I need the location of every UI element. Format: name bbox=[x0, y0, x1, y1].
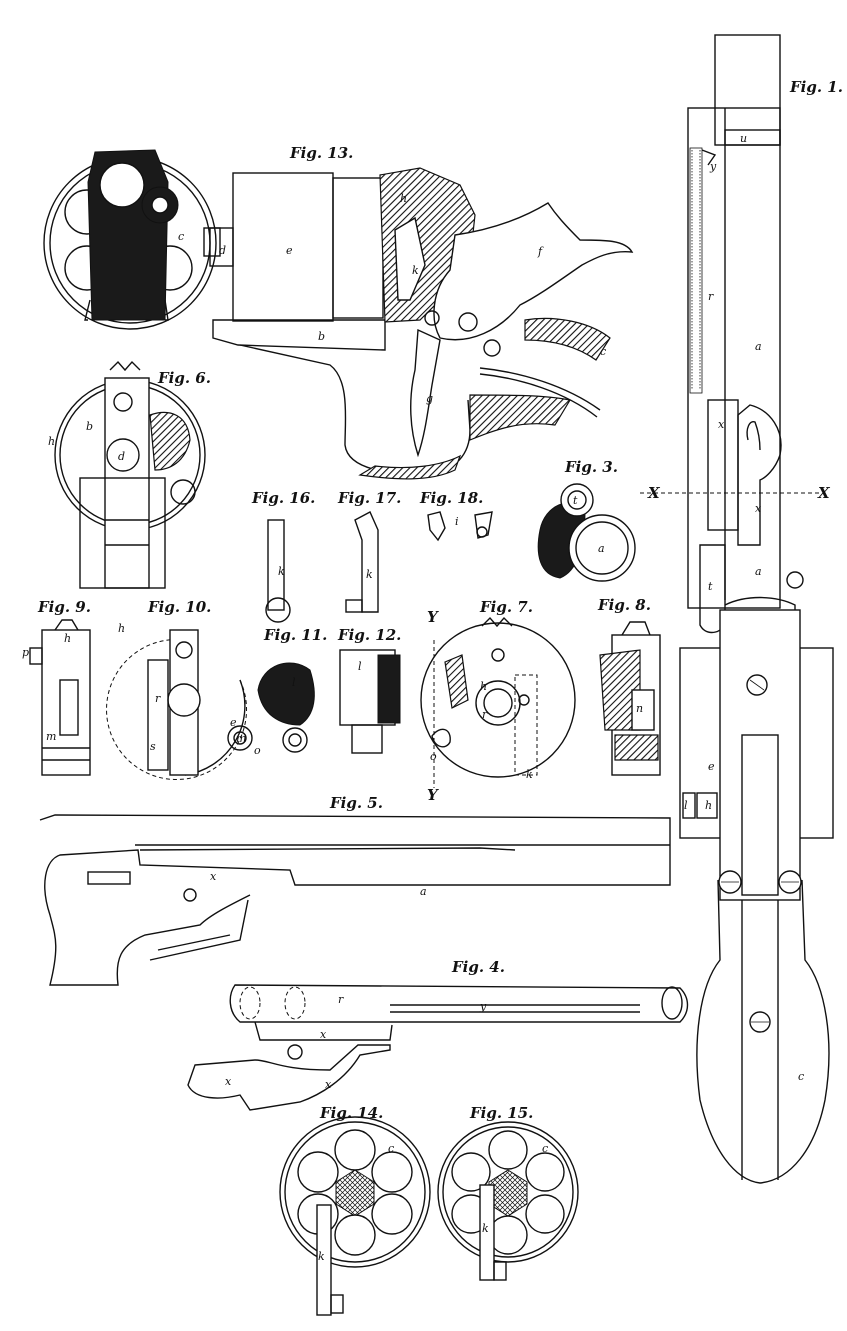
letter-l-1: l bbox=[684, 799, 688, 812]
letter-i: i bbox=[455, 515, 459, 528]
letter-m-9: m bbox=[46, 730, 56, 743]
letter-r-4: r bbox=[338, 993, 344, 1006]
figure-5-label: Fig. 5. bbox=[329, 794, 383, 812]
letter-k-13: k bbox=[412, 264, 419, 277]
letter-r-1: r bbox=[708, 290, 714, 303]
letter-a-1b: a bbox=[755, 565, 762, 578]
figure-7-plate-front: Fig. 7. Y Y h r k o bbox=[420, 598, 576, 804]
letter-c-spring: c bbox=[600, 345, 606, 358]
letter-h-1: h bbox=[705, 799, 712, 812]
figure-15-cylinder-section: Fig. 15. c k bbox=[437, 1104, 579, 1281]
letter-x-1b: x bbox=[755, 502, 762, 515]
figure-8-cross-section: Fig. 8. n bbox=[597, 596, 661, 776]
letter-d-6: d bbox=[118, 450, 125, 463]
figure-16-pawl: Fig. 16. k bbox=[251, 489, 315, 623]
letter-k-16: k bbox=[278, 565, 285, 578]
letter-k-7: k bbox=[526, 768, 533, 781]
section-mark-y-bottom: Y bbox=[427, 786, 439, 804]
letter-d: d bbox=[219, 244, 226, 257]
letter-r-10: r bbox=[155, 692, 161, 705]
figure-9-label: Fig. 9. bbox=[37, 598, 91, 616]
figure-15-label: Fig. 15. bbox=[469, 1104, 533, 1122]
letter-t-1: t bbox=[708, 580, 713, 593]
letter-t-3: t bbox=[573, 494, 578, 507]
letter-f: f bbox=[537, 245, 544, 258]
figure-3-label: Fig. 3. bbox=[564, 458, 618, 476]
letter-a-1a: a bbox=[755, 340, 762, 353]
figure-6-recoil-plate: Fig. 6. d b h bbox=[48, 360, 211, 589]
figure-12-block: Fig. 12. l bbox=[337, 626, 401, 754]
letter-y-1: y bbox=[709, 160, 717, 173]
figure-3-rotator: Fig. 3. t a bbox=[537, 458, 636, 582]
figure-13-label: Fig. 13. bbox=[289, 144, 353, 162]
figure-11-cam: Fig. 11. l bbox=[257, 626, 327, 753]
section-mark-x-left: X bbox=[647, 484, 661, 502]
letter-m-10: m bbox=[236, 732, 246, 745]
figure-11-label: Fig. 11. bbox=[263, 626, 327, 644]
letter-e-10: e bbox=[230, 716, 237, 729]
letter-h-6: h bbox=[48, 435, 55, 448]
figure-4-label: Fig. 4. bbox=[451, 958, 505, 976]
figure-12-label: Fig. 12. bbox=[337, 626, 401, 644]
figure-1-label: Fig. 1. bbox=[789, 78, 843, 96]
figure-7-label: Fig. 7. bbox=[479, 598, 533, 616]
letter-k-15: k bbox=[482, 1222, 489, 1235]
letter-c-15: c bbox=[542, 1142, 548, 1155]
figure-10-label: Fig. 10. bbox=[147, 598, 211, 616]
figure-5-barrel-frame: Fig. 5. x a bbox=[39, 794, 671, 986]
letter-g: g bbox=[426, 392, 433, 405]
letter-p: p bbox=[22, 646, 29, 659]
letter-e: e bbox=[286, 244, 293, 257]
figure-16-label: Fig. 16. bbox=[251, 489, 315, 507]
letter-l-11: l bbox=[292, 676, 296, 689]
letter-o-10: o bbox=[254, 744, 261, 757]
figure-18-detent: Fig. 18. i bbox=[419, 489, 493, 542]
letter-b-6: b bbox=[86, 420, 93, 433]
letter-s-10: s bbox=[150, 740, 156, 753]
figure-2-cylinder-end-view: c bbox=[43, 149, 221, 330]
letter-c-1: c bbox=[798, 1070, 804, 1083]
letter-b: b bbox=[318, 330, 325, 343]
letter-o-7: o bbox=[430, 750, 437, 763]
letter-a-5: a bbox=[420, 885, 427, 898]
figure-8-label: Fig. 8. bbox=[597, 596, 651, 614]
figure-10-plate-rear: Fig. 10. h r s m e o bbox=[106, 598, 261, 780]
letter-x-5: x bbox=[210, 870, 217, 883]
letter-a-3: a bbox=[598, 542, 605, 555]
figure-17-pawl-side: Fig. 17. k bbox=[337, 489, 401, 613]
letter-y-4: y bbox=[479, 1000, 487, 1013]
letter-h-13: h bbox=[400, 192, 407, 205]
letter-k-14: k bbox=[318, 1250, 325, 1263]
figure-4-ejector-rod: Fig. 4. r y x x x bbox=[187, 958, 689, 1111]
letter-n: n bbox=[636, 702, 643, 715]
letter-h-10: h bbox=[118, 622, 125, 635]
letter-x-4b: x bbox=[225, 1075, 232, 1088]
letter-h-7: h bbox=[480, 680, 487, 693]
letter-u: u bbox=[740, 132, 747, 145]
letter-k-17: k bbox=[366, 568, 373, 581]
letter-r-7: r bbox=[482, 708, 488, 721]
figure-6-label: Fig. 6. bbox=[157, 369, 211, 387]
letter-c-14: c bbox=[388, 1142, 394, 1155]
figure-13-lock-mechanism: Fig. 13. e d b f c g h k bbox=[209, 144, 634, 480]
section-mark-x-right: X bbox=[817, 484, 831, 502]
figure-17-label: Fig. 17. bbox=[337, 489, 401, 507]
letter-c: c bbox=[178, 230, 184, 243]
section-mark-y-top: Y bbox=[427, 608, 439, 626]
letter-l-12: l bbox=[358, 660, 362, 673]
figure-9-side-section: Fig. 9. h p m bbox=[22, 598, 91, 776]
figure-14-cylinder-section: Fig. 14. c k bbox=[279, 1104, 431, 1316]
letter-x-4c: x bbox=[325, 1078, 332, 1091]
letter-x-4a: x bbox=[320, 1028, 327, 1041]
letter-e-1: e bbox=[708, 760, 715, 773]
figure-1-revolver-top-view: Fig. 1. u r y a X X x x a t e bbox=[640, 34, 843, 1184]
letter-x-1a: x bbox=[718, 418, 725, 431]
figure-18-label: Fig. 18. bbox=[419, 489, 483, 507]
letter-h-9: h bbox=[64, 632, 71, 645]
